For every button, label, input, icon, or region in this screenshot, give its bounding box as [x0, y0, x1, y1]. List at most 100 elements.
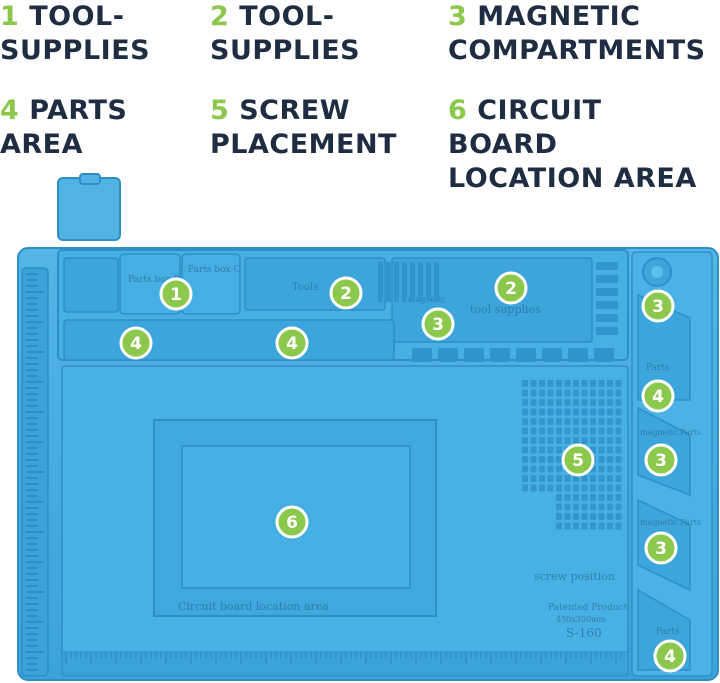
- screw-cell: [556, 446, 562, 454]
- screw-cell: [590, 389, 596, 397]
- screw-cell: [556, 389, 562, 397]
- screw-cell: [573, 380, 579, 387]
- screw-cell: [573, 399, 579, 406]
- screw-cell: [607, 484, 613, 492]
- left-ruler-ticks: [26, 273, 44, 671]
- screw-cell: [607, 513, 613, 520]
- screw-cell: [590, 418, 596, 425]
- supply-slot: [386, 262, 391, 302]
- small-slot: [490, 348, 510, 362]
- number-badge: 3: [644, 531, 678, 565]
- screw-cell: [590, 427, 596, 435]
- screw-cell: [615, 522, 622, 530]
- legend-item-2: 2 TOOL- SUPPLIES: [210, 0, 360, 68]
- screw-cell: [615, 465, 622, 473]
- number-badge: 4: [119, 326, 153, 360]
- legend-line1: CIRCUIT BOARD: [448, 95, 602, 160]
- screw-cell: [564, 389, 571, 397]
- supply-slot: [410, 262, 415, 302]
- screw-cell: [573, 437, 579, 444]
- screw-cell: [573, 484, 579, 492]
- screw-cell: [598, 427, 605, 435]
- supply-slot: [402, 262, 407, 302]
- supply-slot: [596, 262, 618, 270]
- screw-cell: [573, 513, 579, 520]
- screw-cell: [547, 475, 554, 482]
- screw-cell: [522, 380, 528, 387]
- screw-cell: [556, 408, 562, 416]
- number-badge: 6: [275, 505, 309, 539]
- legend-item-3: 3 MAGNETIC COMPARTMENTS: [448, 0, 706, 68]
- legend-line2: PLACEMENT: [210, 129, 397, 160]
- legend-line1: TOOL-: [29, 1, 125, 32]
- screw-cell: [598, 437, 605, 444]
- screw-cell: [598, 494, 605, 501]
- screw-cell: [573, 389, 579, 397]
- badge-number: 2: [340, 284, 352, 304]
- screw-cell: [581, 437, 588, 444]
- screw-cell: [556, 513, 562, 520]
- number-badge: 3: [641, 289, 675, 323]
- screw-cell: [607, 408, 613, 416]
- number-badge: 2: [494, 271, 528, 305]
- screw-cell: [581, 484, 588, 492]
- screw-cell: [615, 380, 622, 387]
- screw-cell: [522, 437, 528, 444]
- legend-number: 4: [0, 95, 20, 126]
- screw-cell: [598, 513, 605, 520]
- screw-cell: [607, 456, 613, 463]
- screw-cell: [522, 446, 528, 454]
- screw-cell: [530, 418, 537, 425]
- screw-cell: [556, 475, 562, 482]
- badge-number: 4: [286, 334, 298, 354]
- screw-cell: [522, 475, 528, 482]
- screw-cell: [581, 399, 588, 406]
- screw-cell: [539, 456, 545, 463]
- badge-circle: [159, 277, 193, 311]
- screw-cell: [573, 408, 579, 416]
- number-badge: 3: [644, 443, 678, 477]
- screw-cell: [607, 427, 613, 435]
- screw-cell: [556, 522, 562, 530]
- number-badge: 2: [329, 276, 363, 310]
- badge-circle: [329, 276, 363, 310]
- legend-line1: PARTS: [29, 95, 128, 126]
- label-tools: Tools: [292, 282, 318, 293]
- screw-cell: [615, 484, 622, 492]
- legend-line2: COMPARTMENTS: [448, 35, 706, 66]
- screw-cell: [530, 437, 537, 444]
- legend-number: 5: [210, 95, 230, 126]
- screw-cell: [607, 380, 613, 387]
- bottom-ruler: [61, 651, 629, 675]
- screw-cell: [607, 465, 613, 473]
- screw-cell: [564, 437, 571, 444]
- screw-cell: [615, 456, 622, 463]
- screw-cell: [556, 503, 562, 511]
- screw-cell: [615, 427, 622, 435]
- screw-cell: [539, 380, 545, 387]
- bottom-ruler-ticks: [65, 652, 622, 664]
- screw-cell: [522, 427, 528, 435]
- supply-slot: [596, 327, 618, 335]
- screw-cell: [598, 389, 605, 397]
- screw-cell: [615, 418, 622, 425]
- screw-cell: [607, 399, 613, 406]
- screw-cell: [615, 494, 622, 501]
- screw-cell: [598, 522, 605, 530]
- flip-cup: [57, 177, 121, 241]
- screw-cell: [539, 389, 545, 397]
- supply-slot: [426, 262, 431, 302]
- badge-number: 3: [432, 315, 444, 335]
- screw-cell: [598, 484, 605, 492]
- label-patented: Patented Product: [548, 603, 628, 613]
- legend-line1: MAGNETIC: [477, 1, 641, 32]
- magnet-ring-inner: [651, 266, 663, 278]
- label-parts-box-c: Parts box C: [188, 265, 241, 275]
- legend-item-5: 5 SCREW PLACEMENT: [210, 94, 397, 162]
- badge-circle: [644, 443, 678, 477]
- supply-slot: [596, 275, 618, 283]
- screw-cell: [539, 484, 545, 492]
- badge-circle: [644, 531, 678, 565]
- screw-cell: [598, 456, 605, 463]
